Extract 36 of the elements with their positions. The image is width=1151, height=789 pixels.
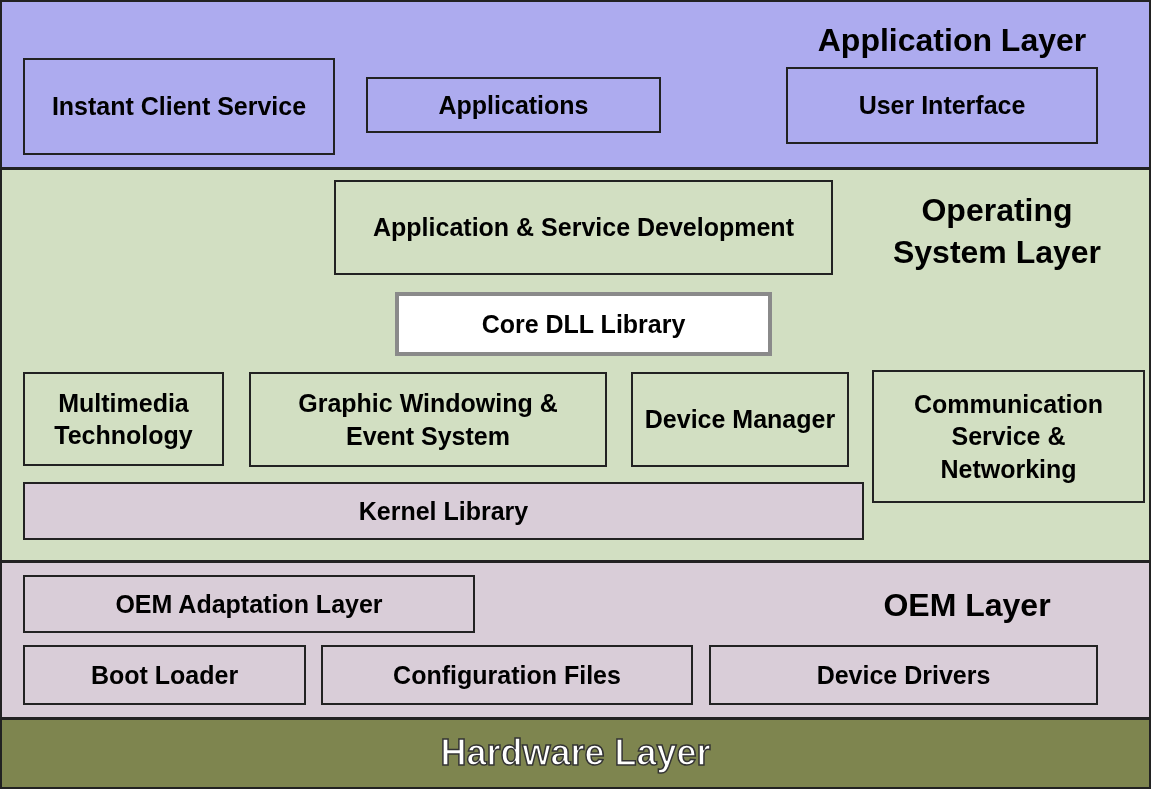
component-label: Graphic Windowing & Event System [297, 388, 559, 452]
layer-title: Operating System Layer [891, 191, 1103, 272]
component-label: Configuration Files [392, 659, 622, 691]
component-box [321, 645, 693, 705]
layer-band [0, 168, 1151, 562]
component-box [786, 67, 1098, 144]
component-box [249, 372, 607, 467]
layer-title: Application Layer [816, 21, 1088, 60]
component-label: Application & Service Development [372, 212, 795, 244]
component-label: Multimedia Technology [53, 387, 194, 451]
component-label: Applications [437, 89, 590, 121]
component-box [872, 370, 1145, 503]
component-box [23, 482, 864, 540]
layer-band [0, 561, 1151, 719]
component-label: User Interface [857, 90, 1027, 122]
component-box [395, 292, 772, 356]
component-box [23, 58, 335, 155]
hardware-layer-band [0, 718, 1151, 789]
component-box [23, 645, 306, 705]
component-box [366, 77, 661, 133]
component-box [334, 180, 833, 275]
component-label: OEM Adaptation Layer [114, 588, 384, 620]
component-label: Device Manager [643, 404, 837, 436]
component-label: Core DLL Library [480, 308, 687, 340]
component-box [709, 645, 1098, 705]
component-label: Device Drivers [815, 659, 992, 691]
component-label: Boot Loader [89, 659, 240, 691]
component-label: Communication Service & Networking [913, 388, 1104, 485]
layer-title: Hardware Layer [440, 731, 711, 776]
component-label: Instant Client Service [50, 91, 308, 123]
layer-title: OEM Layer [882, 586, 1052, 625]
component-box [23, 575, 475, 633]
component-box [631, 372, 849, 467]
layer-band [0, 0, 1151, 169]
component-box [23, 372, 224, 466]
component-label: Kernel Library [357, 495, 530, 527]
